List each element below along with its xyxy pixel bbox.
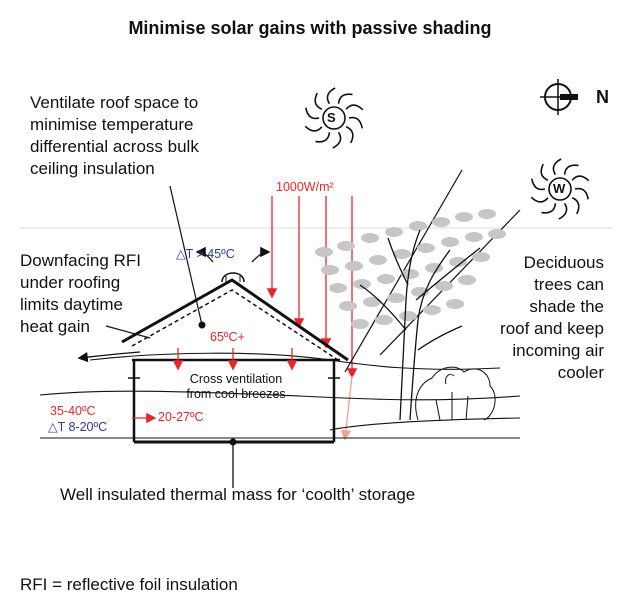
deciduous-tree-foliage: [315, 209, 506, 329]
heat-arrows: [132, 348, 298, 424]
sun-ray: [348, 116, 363, 129]
sun-ray: [552, 158, 562, 176]
sun-ray: [574, 187, 589, 200]
sun-ray: [326, 87, 336, 105]
ground-and-breeze: [39, 352, 521, 439]
sun-ray: [305, 107, 320, 120]
sun-ray: [345, 104, 364, 111]
shrub: [415, 366, 496, 421]
radiation-value: 1000W/m²: [276, 180, 334, 194]
west-sun-icon: [530, 158, 590, 220]
thermal-mass-note: Well insulated thermal mass for ‘coolth’…: [60, 485, 416, 504]
sun-ray: [531, 178, 546, 191]
roof-delta-t-value: △T > 45ºC: [176, 247, 235, 261]
sun-ray: [314, 92, 323, 110]
sun-ray: [563, 164, 579, 175]
tree-trunk: [359, 229, 481, 421]
south-sun-icon: [304, 87, 364, 149]
rfi-note: Downfacing RFI under roofing limits dayt…: [20, 251, 141, 336]
sun-ray: [332, 131, 342, 149]
sun-ray: [571, 197, 580, 215]
inside-temperature-value: 20-27ºC: [158, 410, 204, 424]
outside-temperature-value: 35-40ºC: [50, 404, 96, 418]
hot-air-exhaust-arrow: [77, 351, 141, 363]
sun-ray: [541, 203, 557, 214]
deciduous-trees-note: Deciduous trees can shade the roof and k…: [500, 253, 604, 382]
south-sun-label: S: [327, 110, 336, 125]
sun-ray: [345, 126, 354, 144]
north-compass-icon: [540, 79, 578, 115]
sun-ray: [337, 93, 353, 104]
roof-ventilation-note: Ventilate roof space to minimise tempera…: [30, 93, 199, 178]
rfi-footnote: RFI = reflective foil insulation: [20, 575, 238, 594]
sun-ray: [315, 132, 331, 143]
west-sun-label: W: [553, 181, 566, 196]
sun-ray: [530, 196, 549, 203]
sun-ray: [558, 202, 568, 220]
outside-delta-t-value: △T 8-20ºC: [48, 420, 108, 434]
compass-north-label: N: [596, 87, 609, 107]
roof-temperature-value: 65ºC+: [210, 330, 245, 344]
house-section: [105, 185, 349, 488]
sun-ray: [540, 163, 549, 181]
cross-ventilation-label: Cross ventilation from cool breezes: [186, 372, 286, 401]
sun-ray: [571, 175, 590, 182]
sun-ray: [304, 125, 323, 132]
diagram-title: Minimise solar gains with passive shadin…: [128, 18, 492, 38]
